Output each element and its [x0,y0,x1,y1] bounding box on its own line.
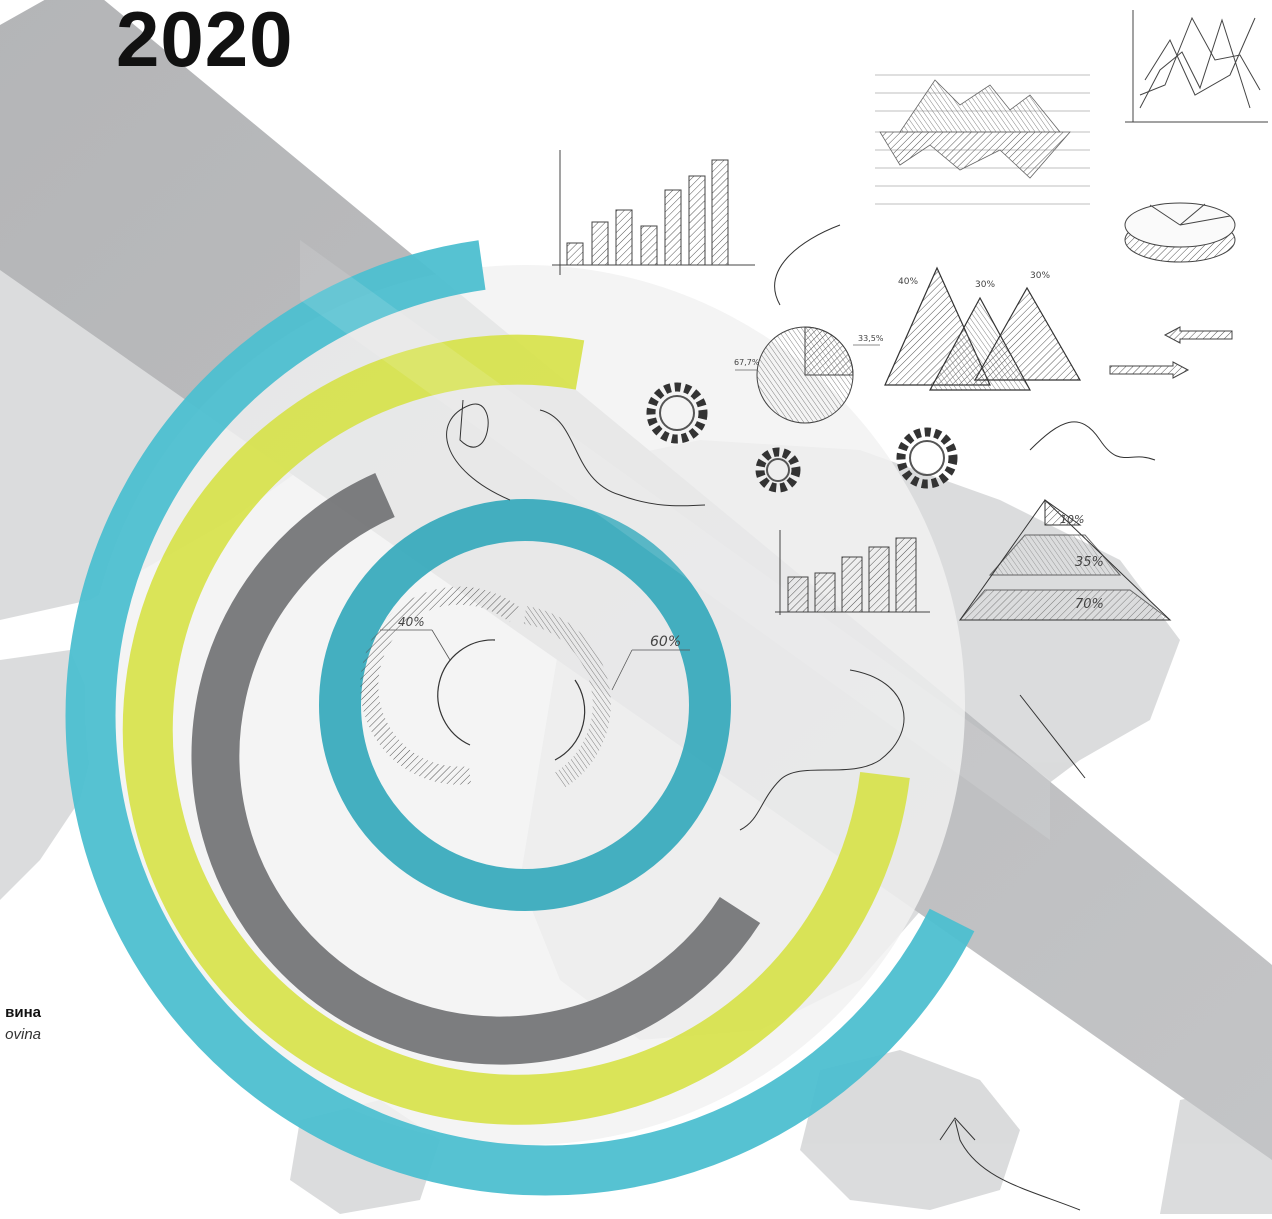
pyramid-label-1: 10% [1060,513,1084,526]
cover-subtitle-line2: ovina [5,1026,41,1043]
small-bar-sketch [775,530,930,615]
pie-3d-sketch [1124,202,1236,263]
line-chart-sketch [1125,10,1268,123]
cover-subtitle-line1: вина [5,1004,41,1021]
hatched-pie-sketch: 67,7% 33,5% [734,326,884,424]
mountain-label-2: 30% [975,280,995,290]
pyramid-label-2: 35% [1075,555,1104,570]
pyramid-label-3: 70% [1075,597,1104,612]
bar-chart-sketch [552,150,755,275]
mountain-label-3: 30% [1030,271,1050,281]
donut-left-label: 40% [398,615,425,629]
gear-sketches [646,382,958,493]
pie-left-label: 67,7% [734,358,760,367]
pie-right-label: 33,5% [858,334,884,343]
mountain-sketch: 40% 30% 30% [884,266,1082,391]
center-donut: 40% 60% [360,586,690,788]
cover-year: 2020 [116,0,294,83]
donut-right-label: 60% [650,634,681,650]
concentric-arcs [65,240,975,1196]
mountain-label-1: 40% [898,277,918,287]
pyramid-sketch: 10% 35% 70% [958,499,1172,621]
curve-arrows [446,224,1156,1211]
area-chart-sketch [875,74,1090,205]
hatched-arrows [1109,326,1233,379]
